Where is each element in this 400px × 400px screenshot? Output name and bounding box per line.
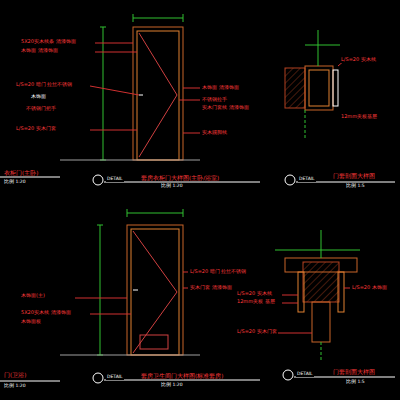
note: 木饰面(主) [20,293,46,299]
note: 木饰面 清漆饰面 [20,48,59,54]
note: L/S=20 实木门套 [15,126,57,132]
note: 实木踢脚线 [201,130,228,136]
note: L/S=20 实木线 [340,57,377,63]
view-title: 衣柜门(主卧) [3,170,39,176]
note: 实木门套线 清漆饰面 [201,105,250,111]
view-title: 门套剖面大样图 [332,369,376,375]
note: 5X20实木线条 清漆饰面 [20,39,77,45]
note: L/S=20 实木线 [236,291,273,297]
note: L/S=20 实木门套 [236,329,278,335]
scale: 比例 1:20 [3,384,27,389]
scale: 比例 1:20 [160,184,184,189]
scale: 比例 1:20 [3,180,27,185]
note: 不锈钢拉手 [201,97,228,103]
note: 不锈钢门把手 [25,106,57,112]
note: 木饰面 清漆饰面 [201,85,240,91]
note: 5X20实木线 清漆饰面 [20,310,72,316]
detail-tag: DETAIL [298,177,316,182]
detail-tag: DETAIL [106,375,124,380]
note: 12mm夹板基层 [340,114,378,120]
note: 12mm夹板 基层 [236,299,276,305]
view-title: 门(卫浴) [3,372,27,378]
view-title: 套房衣柜门大样图(主卧/浴室) [140,175,220,181]
note: L/S=20 暗门 拉丝不锈钢 [15,82,73,88]
detail-tag: DETAIL [296,372,314,377]
note: 木饰面 [30,94,47,100]
note: L/S=20 木饰面 [351,285,388,291]
detail-tag: DETAIL [106,177,124,182]
note: L/S=20 暗门 拉丝不锈钢 [189,269,247,275]
note: 木饰面板 [20,319,42,325]
scale: 比例 1:5 [345,380,366,385]
scale: 比例 1:5 [345,184,366,189]
view-title: 套房卫生间门大样图(标准套房) [140,373,224,379]
scale: 比例 1:20 [160,383,184,388]
note: 实木门套 清漆饰面 [189,285,233,291]
view-title: 门套剖面大样图 [332,173,376,179]
